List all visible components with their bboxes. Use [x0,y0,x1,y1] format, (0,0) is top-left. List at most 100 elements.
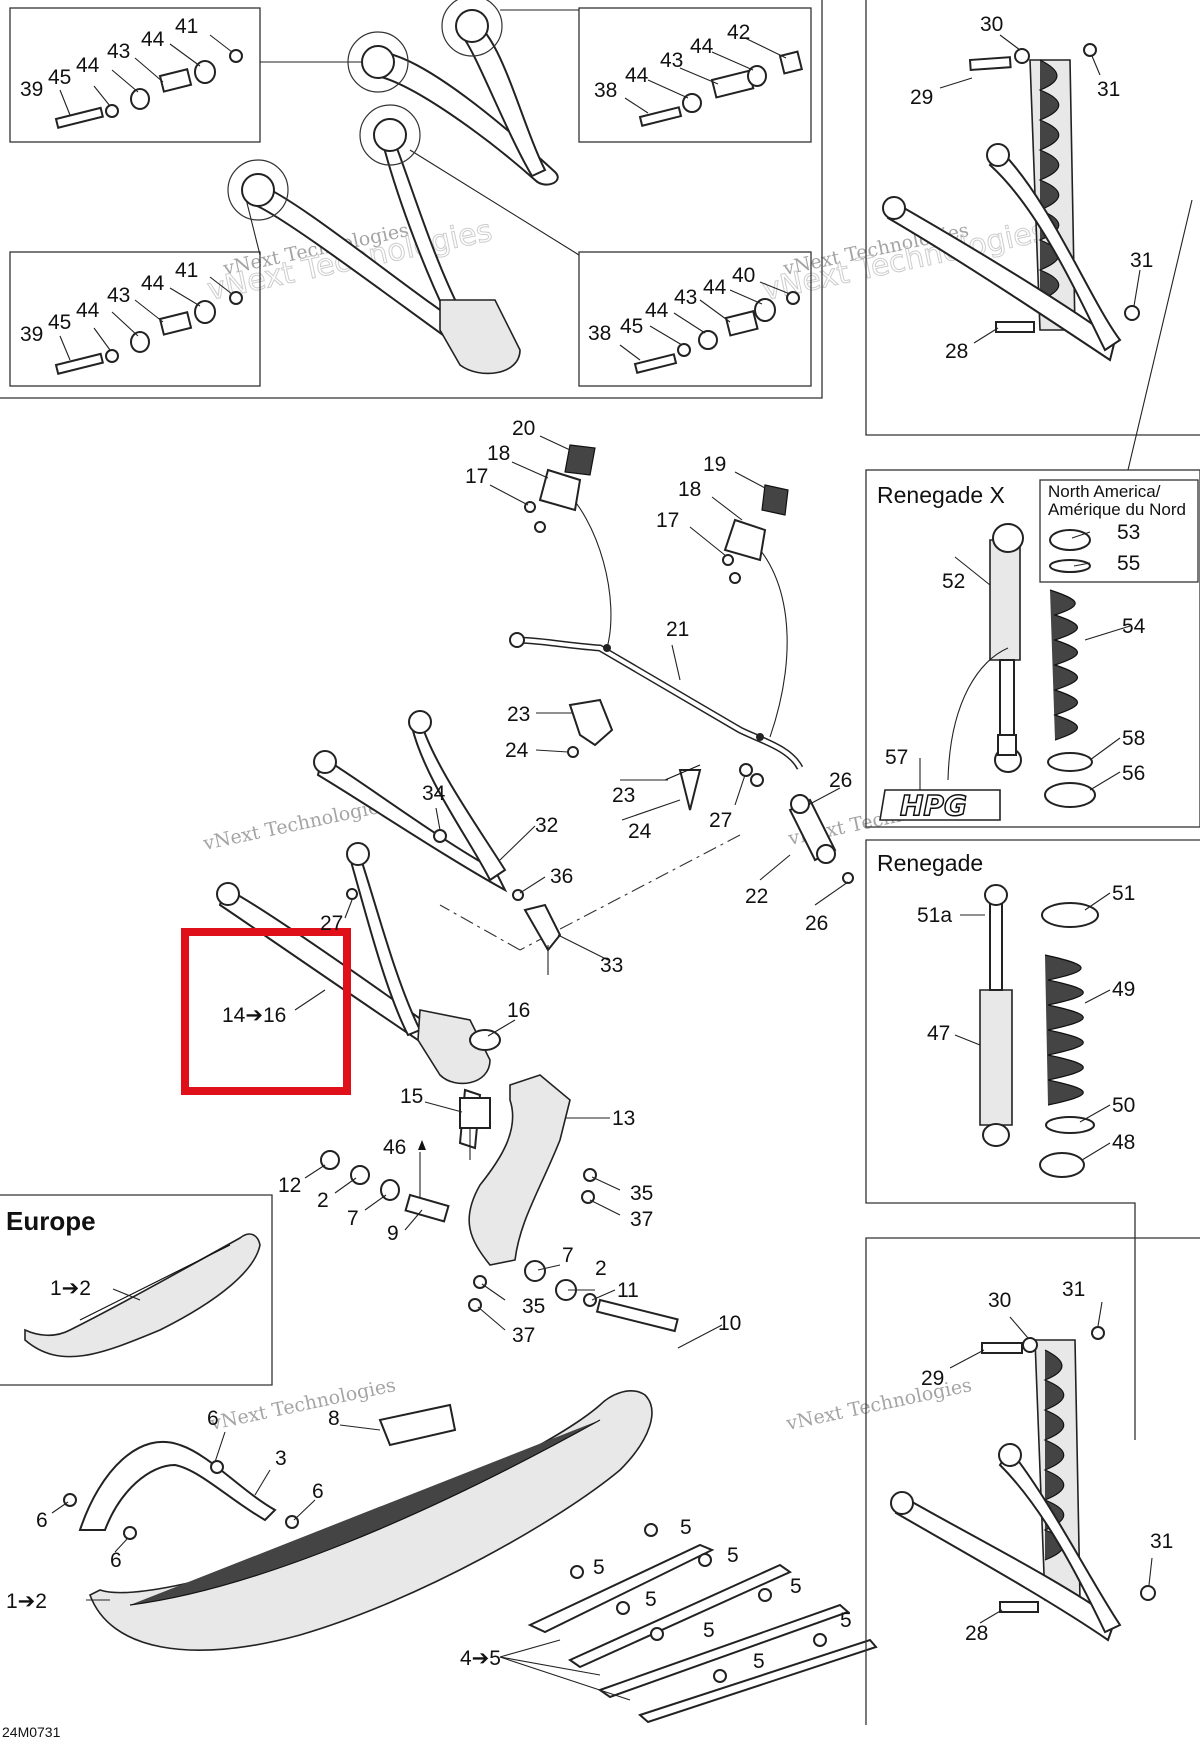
callout-43: 43 [660,49,683,72]
bolt-assembly-top-left [54,34,243,129]
callout-1-2: 1➔2 [50,1277,91,1300]
callout-6: 6 [207,1407,219,1430]
callout-34: 34 [422,782,446,805]
north-america-line1: North America/ [1048,482,1161,501]
renegade-x-title: Renegade X [877,482,1005,508]
callout-2: 2 [317,1189,329,1212]
callout-27: 27 [320,912,343,935]
callout-13: 13 [612,1107,635,1130]
callout-51a: 51a [917,904,952,927]
callout-39: 39 [20,78,43,101]
callout-29: 29 [910,86,933,109]
lower-a-arm-top [227,104,521,375]
callout-43: 43 [107,40,130,63]
ski-assembly [63,1390,653,1651]
callout-7: 7 [347,1207,359,1230]
north-america-line2: Amérique du Nord [1048,500,1186,519]
callout-5: 5 [593,1556,605,1579]
stabilizer-assembly [439,444,854,951]
hpg-logo: HPG [900,789,967,822]
callout-18: 18 [487,442,510,465]
callout-4-5: 4➔5 [460,1647,501,1670]
bolt-assembly-bottom-right [619,281,800,374]
callout-30: 30 [980,13,1003,36]
callout-43: 43 [107,284,130,307]
callout-44: 44 [76,299,100,322]
highlight-box[interactable] [181,928,351,1095]
callout-31: 31 [1130,249,1153,272]
callout-58: 58 [1122,727,1145,750]
callout-5: 5 [645,1588,657,1611]
callout-57: 57 [885,746,908,769]
callout-5: 5 [790,1575,802,1598]
callout-5: 5 [840,1609,852,1632]
callout-27: 27 [709,809,732,832]
callout-38: 38 [594,79,617,102]
upper-a-arm-main [313,710,562,975]
lower-a-arm-main [216,842,491,1085]
callout-5: 5 [753,1650,765,1673]
callout-37: 37 [630,1208,653,1231]
callout-12: 12 [278,1174,301,1197]
callout-17: 17 [465,465,488,488]
callout-46: 46 [383,1136,406,1159]
callout-38: 38 [588,322,611,345]
callout-26: 26 [805,912,828,935]
callout-50: 50 [1112,1094,1135,1117]
callout-6: 6 [110,1549,122,1572]
callout-40: 40 [732,264,755,287]
spindle [320,1029,679,1333]
callout-52: 52 [942,570,965,593]
callout-35: 35 [630,1182,653,1205]
callout-24: 24 [505,739,529,762]
callout-31: 31 [1062,1278,1085,1301]
callout-1-2: 1➔2 [6,1590,47,1613]
callout-11: 11 [617,1279,639,1302]
callout-28: 28 [945,340,968,363]
callout-41: 41 [175,259,198,282]
europe-inset: Europe [0,1194,273,1386]
callout-20: 20 [512,417,535,440]
callout-23: 23 [612,784,635,807]
callout-31: 31 [1150,1530,1173,1553]
callout-44: 44 [703,276,727,299]
renegade-inset: Renegade [865,839,1200,1240]
callout-15: 15 [400,1085,423,1108]
callout-44: 44 [141,272,165,295]
callout-5: 5 [680,1516,692,1539]
callout-22: 22 [745,885,768,908]
renegade-x-inset: HPG Renegade X North America/ Amérique d… [865,469,1200,828]
top-frame [0,0,823,399]
callout-2: 2 [595,1257,607,1280]
bolt-assembly-top-right [624,37,804,127]
callout-30: 30 [988,1289,1011,1312]
callout-8: 8 [328,1407,340,1430]
callout-33: 33 [600,954,623,977]
callout-45: 45 [48,66,71,89]
drawing-code: 24M0731 [2,1724,61,1740]
callout-41: 41 [175,15,198,38]
callout-16: 16 [507,999,530,1022]
callout-18: 18 [678,478,701,501]
watermark: vNext Technologies [783,1374,973,1435]
europe-title: Europe [6,1206,96,1236]
callout-56: 56 [1122,762,1145,785]
callout-labels: 39 45 44 43 44 41 42 44 43 44 38 39 45 4… [6,13,1173,1673]
callout-35: 35 [522,1295,545,1318]
callout-47: 47 [927,1022,950,1045]
callout-6: 6 [36,1509,48,1532]
callout-43: 43 [674,286,697,309]
leader-lines [51,435,1131,1601]
shock-inset-top [865,0,1200,471]
callout-53: 53 [1117,521,1140,544]
callout-45: 45 [48,311,71,334]
callout-31: 31 [1097,78,1120,101]
callout-23: 23 [507,703,530,726]
callout-37: 37 [512,1324,535,1347]
callout-45: 45 [620,315,643,338]
callout-39: 39 [20,323,43,346]
callout-24: 24 [628,820,652,843]
callout-7: 7 [562,1244,574,1267]
